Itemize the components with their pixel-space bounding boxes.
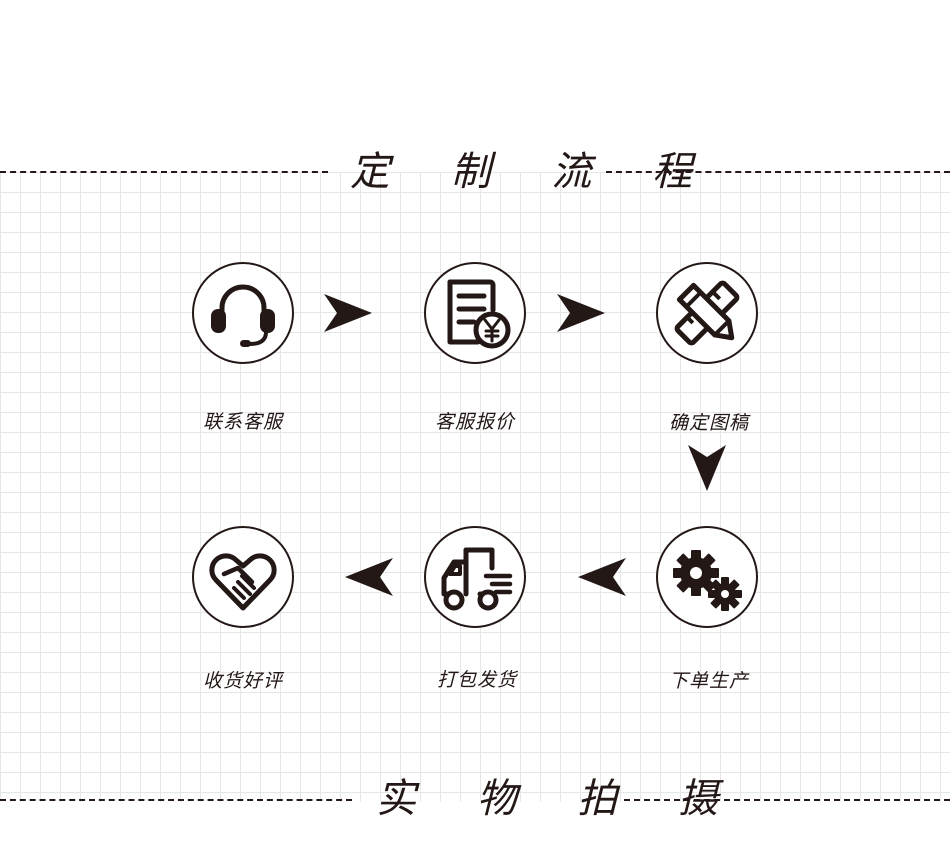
step-label-contact-service: 联系客服 (202, 411, 283, 433)
arrow-down-icon (688, 445, 726, 491)
title-divider-left (0, 171, 328, 173)
arrow-left-icon (578, 558, 626, 596)
step-order-production (656, 526, 758, 628)
step-label-receive-review: 收货好评 (202, 670, 283, 692)
step-label-pack-ship: 打包发货 (436, 669, 517, 691)
delivery-truck-icon (441, 547, 513, 611)
step-service-quote (424, 262, 526, 364)
pencil-ruler-icon (674, 280, 740, 346)
quote-document-yen-icon (447, 279, 511, 349)
step-pack-ship (424, 526, 526, 628)
title-divider-right (606, 171, 950, 173)
arrow-right-icon (557, 294, 605, 332)
step-confirm-draft (656, 262, 758, 364)
arrow-right-icon (324, 294, 372, 332)
step-label-order-production: 下单生产 (668, 670, 749, 692)
step-label-confirm-draft: 确定图稿 (668, 412, 749, 434)
step-contact-service (192, 262, 294, 364)
gears-icon (673, 550, 742, 611)
headset-icon (211, 284, 275, 347)
heart-handshake-icon (209, 553, 277, 611)
photo-divider-left (0, 799, 352, 801)
photo-divider-right (624, 799, 950, 801)
arrow-left-icon (345, 558, 393, 596)
step-receive-review (192, 526, 294, 628)
step-label-service-quote: 客服报价 (434, 411, 515, 433)
